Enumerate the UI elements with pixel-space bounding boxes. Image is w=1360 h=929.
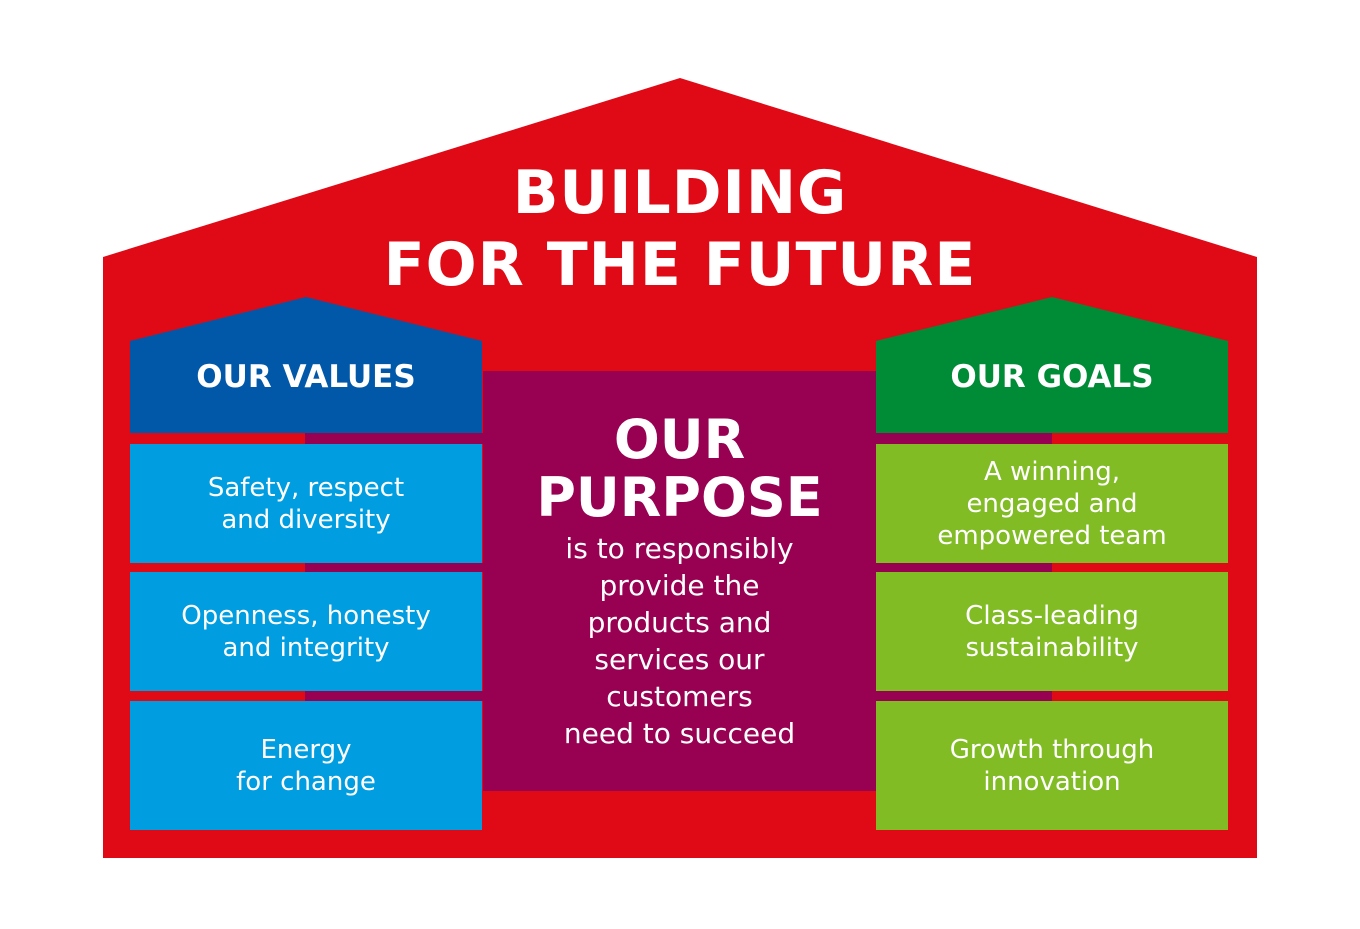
goals-box-2 — [876, 572, 1228, 691]
values-connector-3 — [305, 691, 483, 701]
values-connector-2 — [305, 563, 483, 572]
values-connector-1 — [305, 433, 483, 444]
goals-box-1 — [876, 444, 1228, 563]
title-line-1: BUILDING — [512, 158, 848, 228]
values-roof — [130, 297, 482, 433]
values-box-2 — [130, 572, 482, 691]
title-line-2: FOR THE FUTURE — [383, 230, 977, 300]
values-box-3 — [130, 701, 482, 830]
goals-connector-1 — [876, 433, 1052, 444]
goals-connector-2 — [876, 563, 1052, 572]
goals-item-2: Class-leading sustainability — [965, 600, 1139, 663]
purpose-body: is to responsibly provide the products a… — [563, 531, 796, 750]
values-item-2: Openness, honesty and integrity — [181, 600, 431, 663]
purpose-panel — [483, 371, 876, 791]
goals-connector-3 — [876, 691, 1052, 701]
goals-item-1: A winning, engaged and empowered team — [937, 456, 1167, 551]
values-item-3: Energy for change — [236, 734, 376, 797]
goals-box-3 — [876, 701, 1228, 830]
goals-roof — [876, 297, 1228, 433]
values-heading: OUR VALUES — [196, 359, 416, 395]
values-box-1 — [130, 444, 482, 563]
goals-heading: OUR GOALS — [950, 359, 1154, 395]
goals-item-3: Growth through innovation — [949, 734, 1155, 797]
purpose-heading: OUR PURPOSE — [536, 408, 823, 529]
values-item-1: Safety, respect and diversity — [207, 472, 405, 535]
